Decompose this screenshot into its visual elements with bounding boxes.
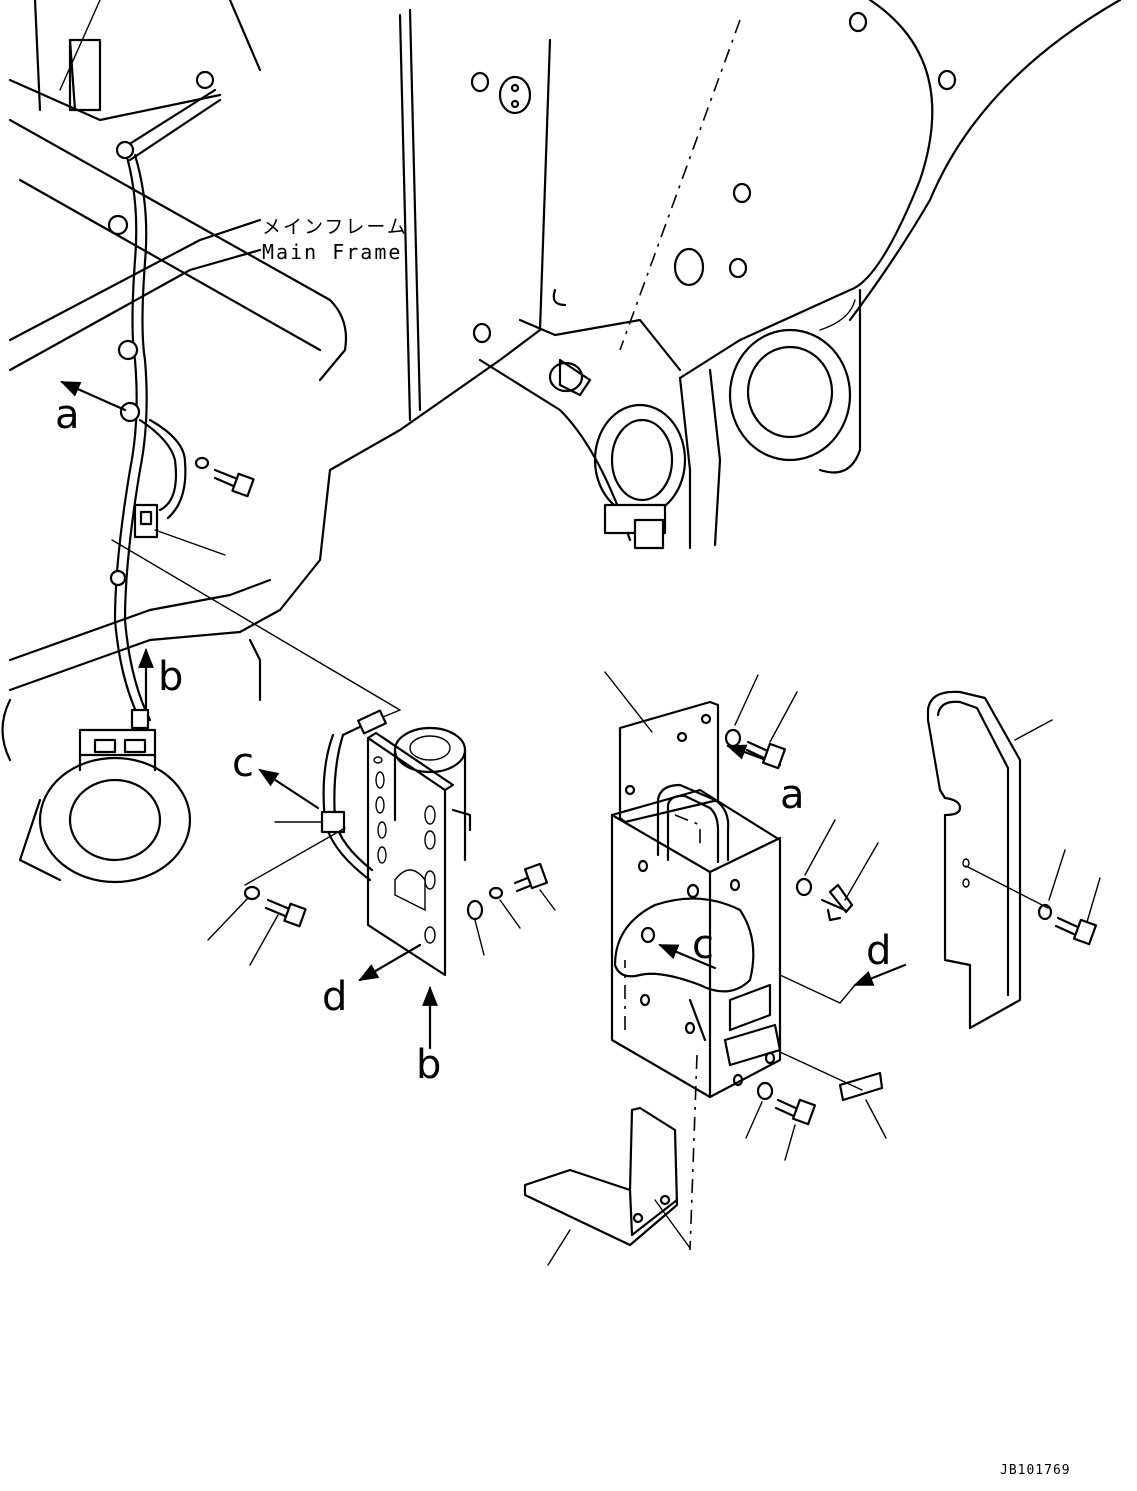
frame-label-en: Main Frame: [262, 240, 402, 264]
clip-leader-2: [244, 827, 346, 886]
harness-clamp-1: [107, 70, 215, 730]
view-label-c-detail: c: [232, 740, 254, 786]
view-label-d-box: d: [866, 928, 891, 974]
view-label-d-detail: d: [322, 974, 347, 1020]
drawing-code: JB101769: [1000, 1463, 1071, 1478]
side-cover: [926, 690, 1101, 1030]
box-fasteners: [724, 674, 879, 1161]
center-plate-fasteners: [207, 862, 556, 966]
wheel-hub-left: [18, 728, 192, 884]
view-label-b-detail: b: [416, 1042, 441, 1088]
bolt-frame: [194, 456, 255, 498]
box-holes: [624, 713, 776, 1087]
view-label-a-box: a: [780, 772, 805, 818]
frame-label-jp: メインフレーム: [262, 216, 408, 238]
view-label-c-box: c: [692, 922, 714, 968]
detail-leader: [111, 539, 401, 711]
rear-frame: [478, 0, 1122, 550]
view-label-b-frame: b: [158, 654, 183, 700]
view-arrow-d-detail: [358, 943, 422, 982]
caution-label: [779, 1051, 887, 1139]
connector-clip: [133, 503, 159, 539]
view-arrow-a-frame: [60, 380, 127, 412]
battery-box: [610, 700, 782, 1099]
view-arrow-d-box: [853, 963, 907, 987]
wire-harness: [107, 70, 226, 730]
bracket-leader: [604, 671, 653, 733]
d-leader: [779, 974, 856, 1004]
detail-leader-end: [382, 709, 401, 718]
view-arrow-c-detail: [258, 768, 320, 810]
mount-plate-detail: [320, 709, 472, 977]
main-frame-outline: [1, 0, 542, 762]
bottom-bracket: [523, 1054, 698, 1266]
view-label-a-frame: a: [55, 392, 80, 438]
rear-frame-bolt-holes: [470, 11, 957, 393]
view-arrow-c-box: [658, 943, 717, 970]
